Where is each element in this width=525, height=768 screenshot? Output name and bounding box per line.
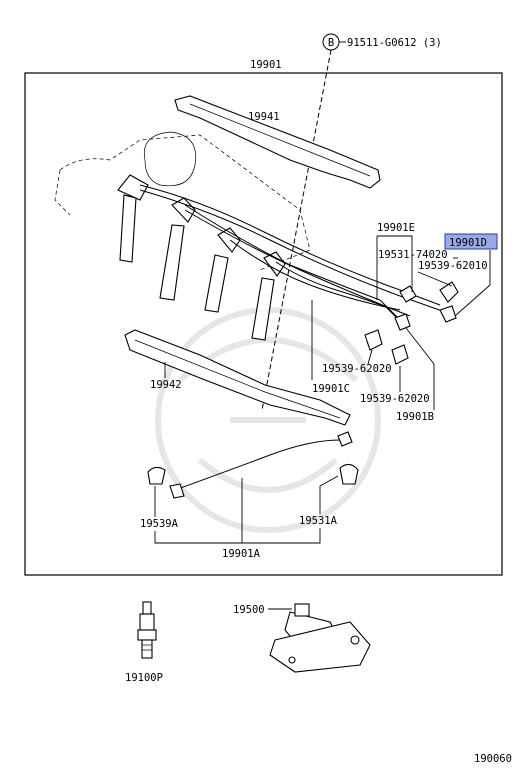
- label-19942[interactable]: 19942: [150, 379, 182, 391]
- label-19901B[interactable]: 19901B: [396, 411, 434, 423]
- label-19901C[interactable]: 19901C: [312, 383, 350, 395]
- label-19539-62020-a[interactable]: 19539-62020: [322, 363, 392, 375]
- engine-outline: [54, 134, 311, 271]
- label-bolt-ref[interactable]: 91511-G0612 (3): [347, 37, 442, 49]
- clamp-19539a-part: [147, 466, 166, 485]
- page-code: 190060: [474, 753, 512, 765]
- wire-harness: [139, 184, 446, 327]
- label-19901E[interactable]: 19901E: [377, 222, 415, 234]
- assembly-frame: [24, 72, 503, 576]
- highlight-19901D: [444, 233, 498, 250]
- bolt-marker[interactable]: B: [322, 33, 340, 51]
- lower-cover-part: [124, 329, 351, 426]
- upper-cover-part: [174, 95, 381, 189]
- label-19500[interactable]: 19500: [233, 604, 265, 616]
- plug-end-d: [439, 305, 457, 323]
- clip-62020-part: [364, 329, 383, 351]
- label-19941[interactable]: 19941: [248, 111, 280, 123]
- spark-plug-part: [137, 601, 157, 659]
- label-19901D[interactable]: 19901D: [449, 237, 487, 249]
- label-19531-74020[interactable]: 19531-74020: [378, 249, 448, 261]
- ignition-coil-part: [269, 603, 371, 673]
- label-19901A[interactable]: 19901A: [222, 548, 261, 560]
- label-19901[interactable]: 19901: [250, 59, 282, 71]
- plug-end-b: [394, 313, 411, 331]
- label-19539A[interactable]: 19539A: [140, 518, 179, 530]
- clip-74020-part: [399, 285, 417, 303]
- bolt-marker-letter: B: [328, 37, 334, 49]
- cord-a-part: [174, 439, 341, 491]
- spark-plug-boots: [117, 174, 286, 341]
- clamp-19531a-part: [339, 463, 359, 485]
- clip-62020-b-part: [391, 344, 409, 365]
- label-19539-62020-b[interactable]: 19539-62020: [360, 393, 430, 405]
- label-19100P[interactable]: 19100P: [125, 672, 163, 684]
- label-19531A[interactable]: 19531A: [299, 515, 338, 527]
- label-19539-62010[interactable]: 19539-62010: [418, 260, 488, 272]
